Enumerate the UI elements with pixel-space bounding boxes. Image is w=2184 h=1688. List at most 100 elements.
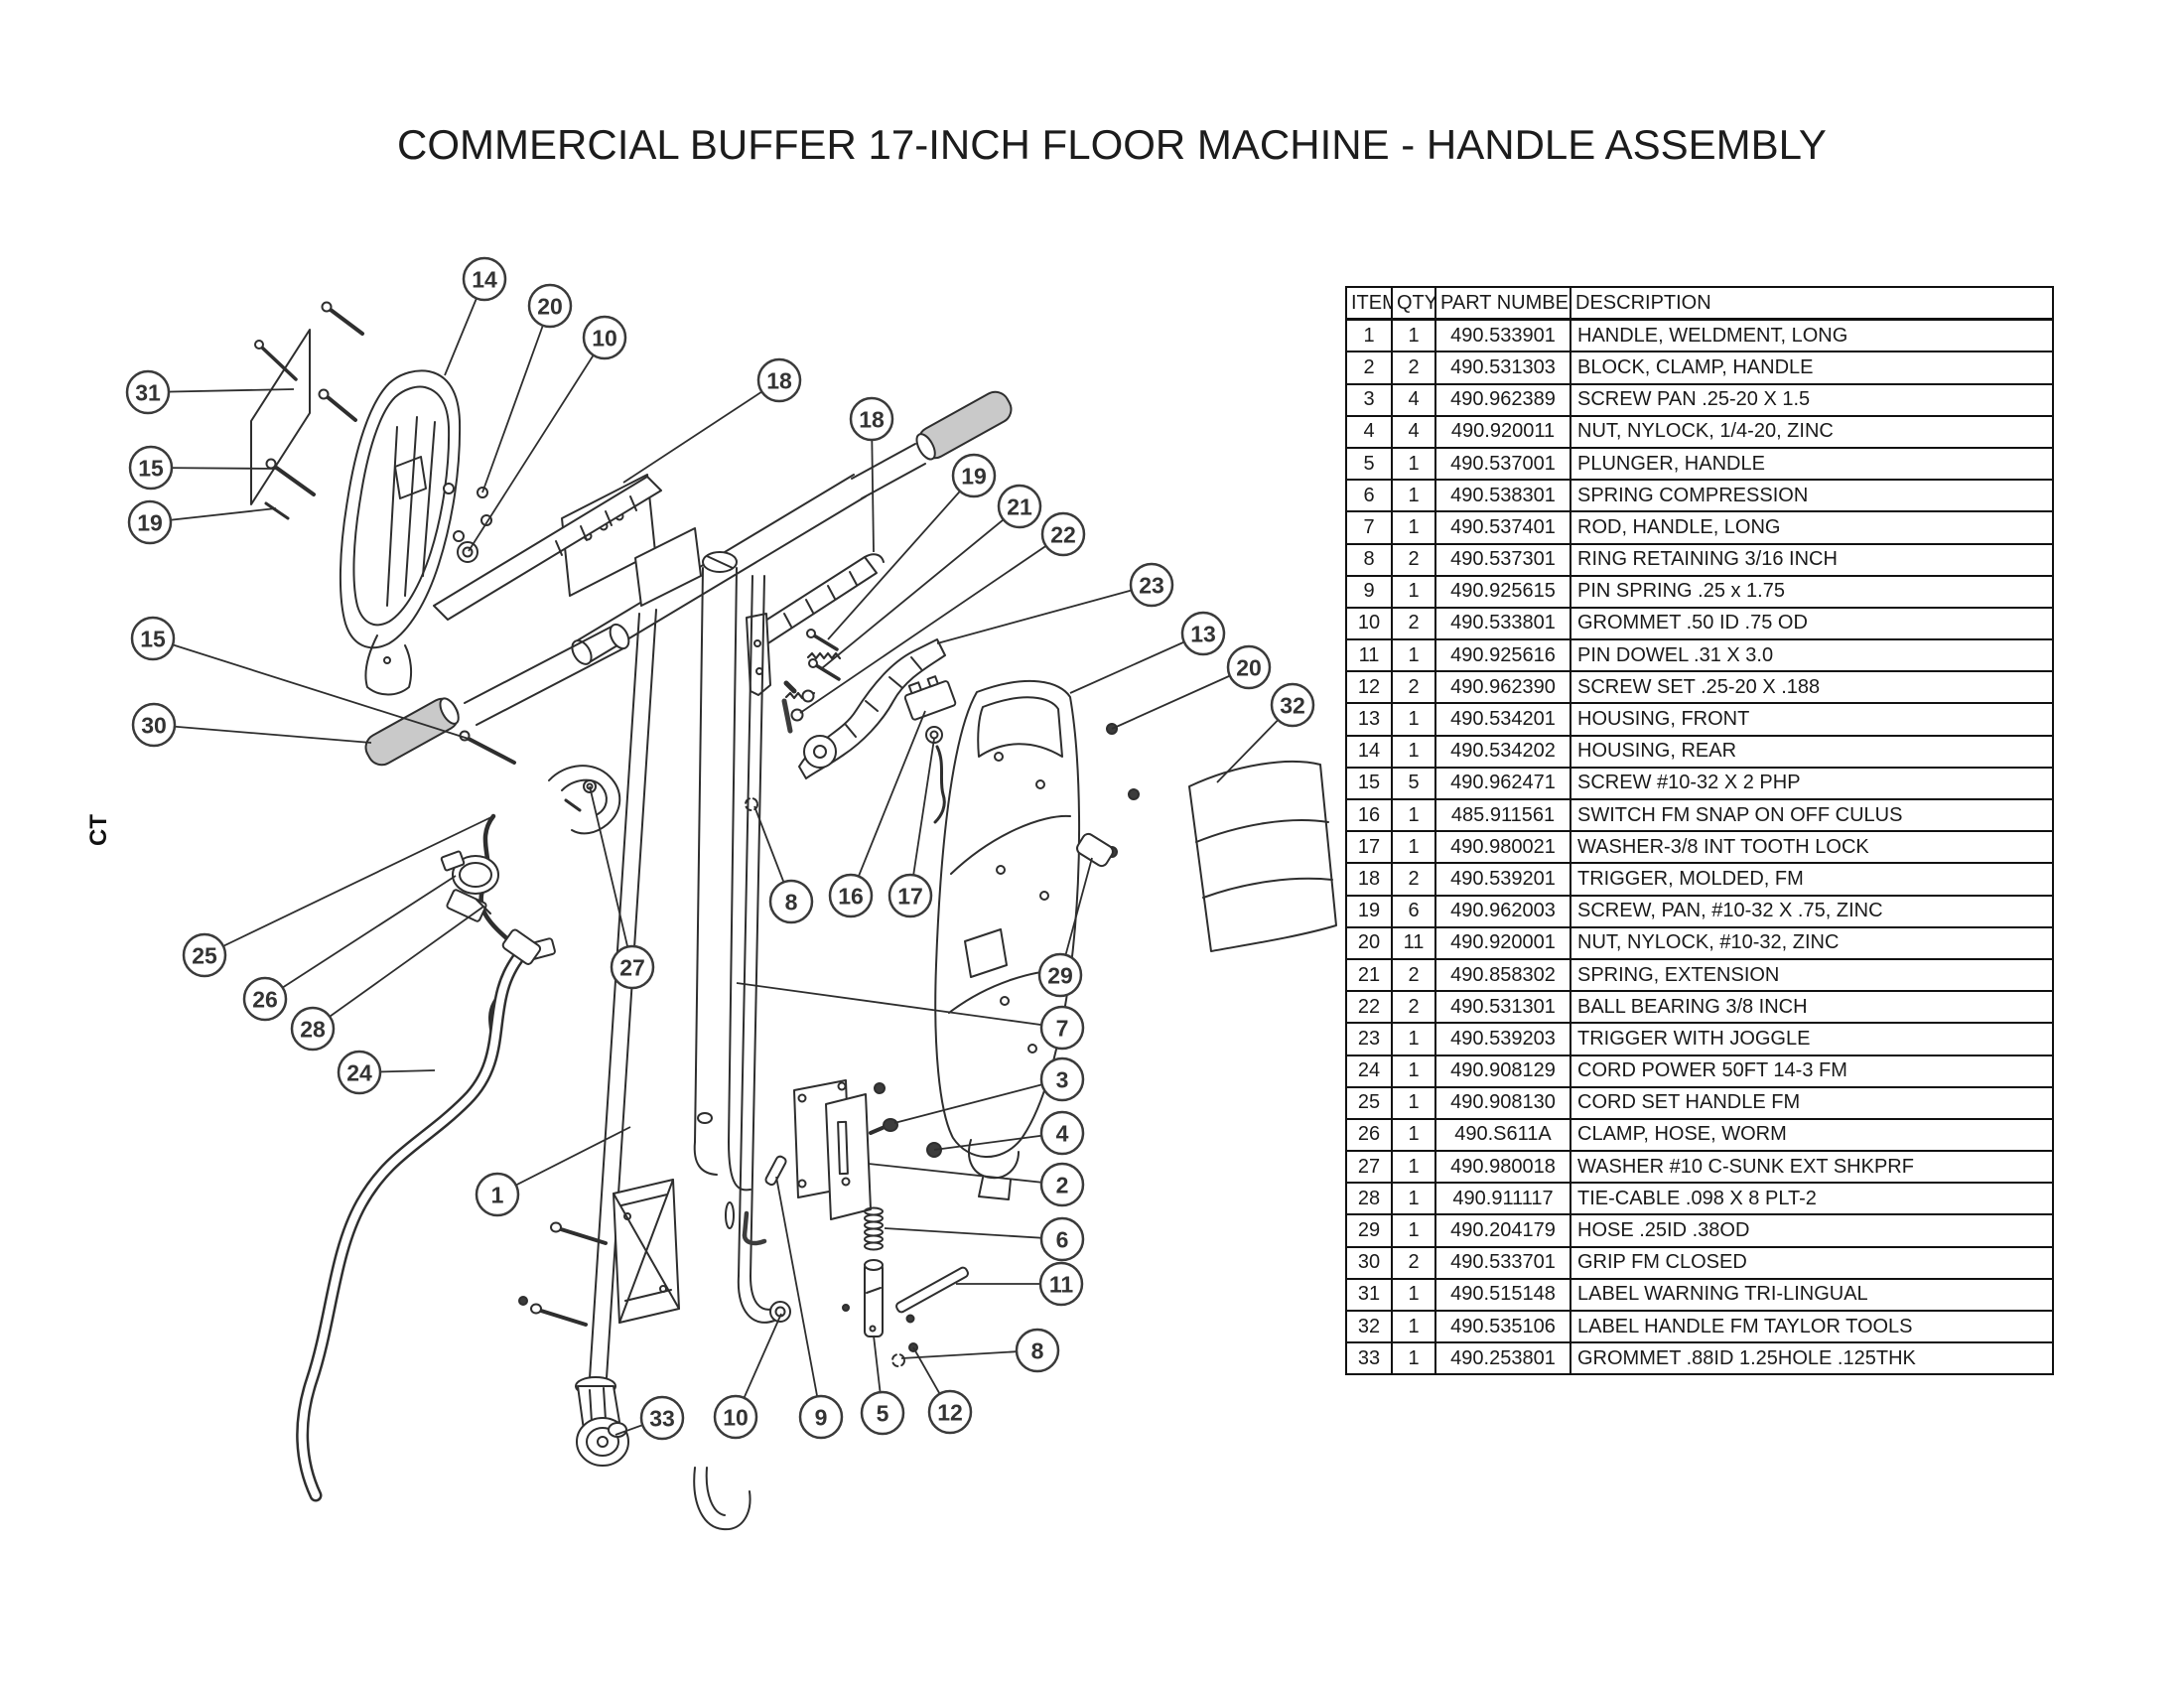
balloon-circle — [1039, 1110, 1085, 1156]
leader-line — [147, 388, 295, 393]
table-cell: 490.925615 — [1434, 574, 1571, 609]
table-cell: 22 — [1345, 990, 1393, 1025]
table-cell: 490.980021 — [1434, 830, 1571, 865]
table-cell: 490.535106 — [1434, 1309, 1571, 1344]
callout-balloon-26: 26 — [242, 875, 457, 1022]
table-cell: 32 — [1345, 1309, 1393, 1344]
balloon-number: 10 — [723, 1404, 749, 1430]
leader-line — [622, 379, 780, 484]
table-cell: 4 — [1391, 414, 1436, 449]
balloon-circle — [849, 396, 894, 442]
table-cell: 490.537401 — [1434, 510, 1571, 545]
table-cell: SPRING COMPRESSION — [1570, 479, 2054, 513]
callout-balloon-30: 30 — [131, 702, 372, 748]
balloon-number: 23 — [1139, 572, 1164, 598]
table-cell: CLAMP, HOSE, WORM — [1570, 1117, 2054, 1153]
balloon-circle — [756, 357, 802, 403]
table-cell: 8 — [1345, 542, 1393, 577]
table-cell: 29 — [1345, 1213, 1393, 1248]
callout-balloon-9: 9 — [775, 1176, 844, 1440]
grommet-icon — [769, 1301, 791, 1323]
balloon-number: 2 — [1056, 1172, 1069, 1197]
table-cell: 490.908129 — [1434, 1054, 1571, 1088]
callout-balloon-33: 33 — [614, 1395, 685, 1441]
balloon-number: 11 — [1049, 1271, 1074, 1297]
balloon-number: 20 — [537, 293, 563, 319]
plunger-shape — [864, 1259, 884, 1337]
leader-line — [496, 1126, 631, 1196]
table-cell: SPRING, EXTENSION — [1570, 957, 2054, 993]
table-cell: NUT, NYLOCK, #10-32, ZINC — [1570, 925, 2054, 960]
balloon-number: 29 — [1047, 962, 1073, 988]
callout-balloon-20: 20 — [1111, 644, 1272, 730]
leader-line — [868, 1163, 1063, 1186]
balloon-circle — [1270, 682, 1315, 728]
table-cell: 24 — [1345, 1054, 1393, 1088]
table-cell: 1 — [1391, 1341, 1436, 1376]
balloon-circle — [582, 315, 627, 360]
compression-spring-icon — [864, 1206, 884, 1251]
balloon-number: 19 — [961, 463, 987, 489]
table-cell: 490.534201 — [1434, 702, 1571, 737]
table-cell: BLOCK, CLAMP, HANDLE — [1570, 351, 2054, 385]
balloon-number: 17 — [897, 883, 923, 909]
balloon-circle — [527, 283, 573, 329]
table-cell: 1 — [1391, 1277, 1436, 1313]
table-cell: 490.539203 — [1434, 1022, 1571, 1056]
leader-line — [775, 1176, 822, 1418]
caster-wheel-shape — [575, 1376, 629, 1467]
table-cell: 490.538301 — [1434, 479, 1571, 513]
callout-balloon-19: 19 — [127, 499, 277, 545]
table-cell: 490.925616 — [1434, 638, 1571, 673]
table-cell: 490.962471 — [1434, 766, 1571, 801]
table-cell: TRIGGER WITH JOGGLE — [1570, 1022, 2054, 1056]
table-cell: 490.533701 — [1434, 1245, 1571, 1280]
callout-balloon-32: 32 — [1216, 682, 1315, 783]
table-cell: 31 — [1345, 1277, 1393, 1313]
callout-balloon-29: 29 — [1037, 857, 1093, 998]
balloon-circle — [125, 369, 171, 415]
table-cell: SCREW, PAN, #10-32 X .75, ZINC — [1570, 894, 2054, 928]
leader-line — [850, 710, 926, 897]
table-cell: 490.534202 — [1434, 734, 1571, 769]
balloon-circle — [860, 1390, 905, 1436]
balloon-circle — [997, 484, 1042, 529]
clamp-block-shape — [793, 1079, 872, 1220]
table-cell: 490.537301 — [1434, 542, 1571, 577]
leader-line — [264, 875, 457, 1000]
callout-balloon-2: 2 — [868, 1162, 1085, 1207]
callout-balloon-28: 28 — [290, 906, 484, 1052]
leader-line — [204, 815, 494, 956]
table-cell: 490.962389 — [1434, 382, 1571, 417]
table-cell: 17 — [1345, 830, 1393, 865]
balloon-number: 10 — [592, 325, 617, 351]
callout-balloon-22: 22 — [799, 511, 1086, 714]
leader-line — [893, 1078, 1063, 1124]
callout-balloon-16: 16 — [828, 710, 926, 918]
balloon-number: 33 — [649, 1405, 675, 1431]
table-cell: HANDLE, WELDMENT, LONG — [1570, 318, 2054, 353]
balloon-number: 31 — [135, 379, 161, 405]
balloon-number: 20 — [1236, 654, 1262, 680]
callout-balloon-10: 10 — [468, 315, 627, 552]
table-cell: PLUNGER, HANDLE — [1570, 446, 2054, 482]
balloon-circle — [337, 1050, 382, 1095]
balloon-circle — [1039, 1056, 1085, 1102]
table-cell: 485.911561 — [1434, 797, 1571, 833]
callout-balloon-25: 25 — [182, 815, 494, 978]
table-cell: GRIP FM CLOSED — [1570, 1245, 2054, 1280]
